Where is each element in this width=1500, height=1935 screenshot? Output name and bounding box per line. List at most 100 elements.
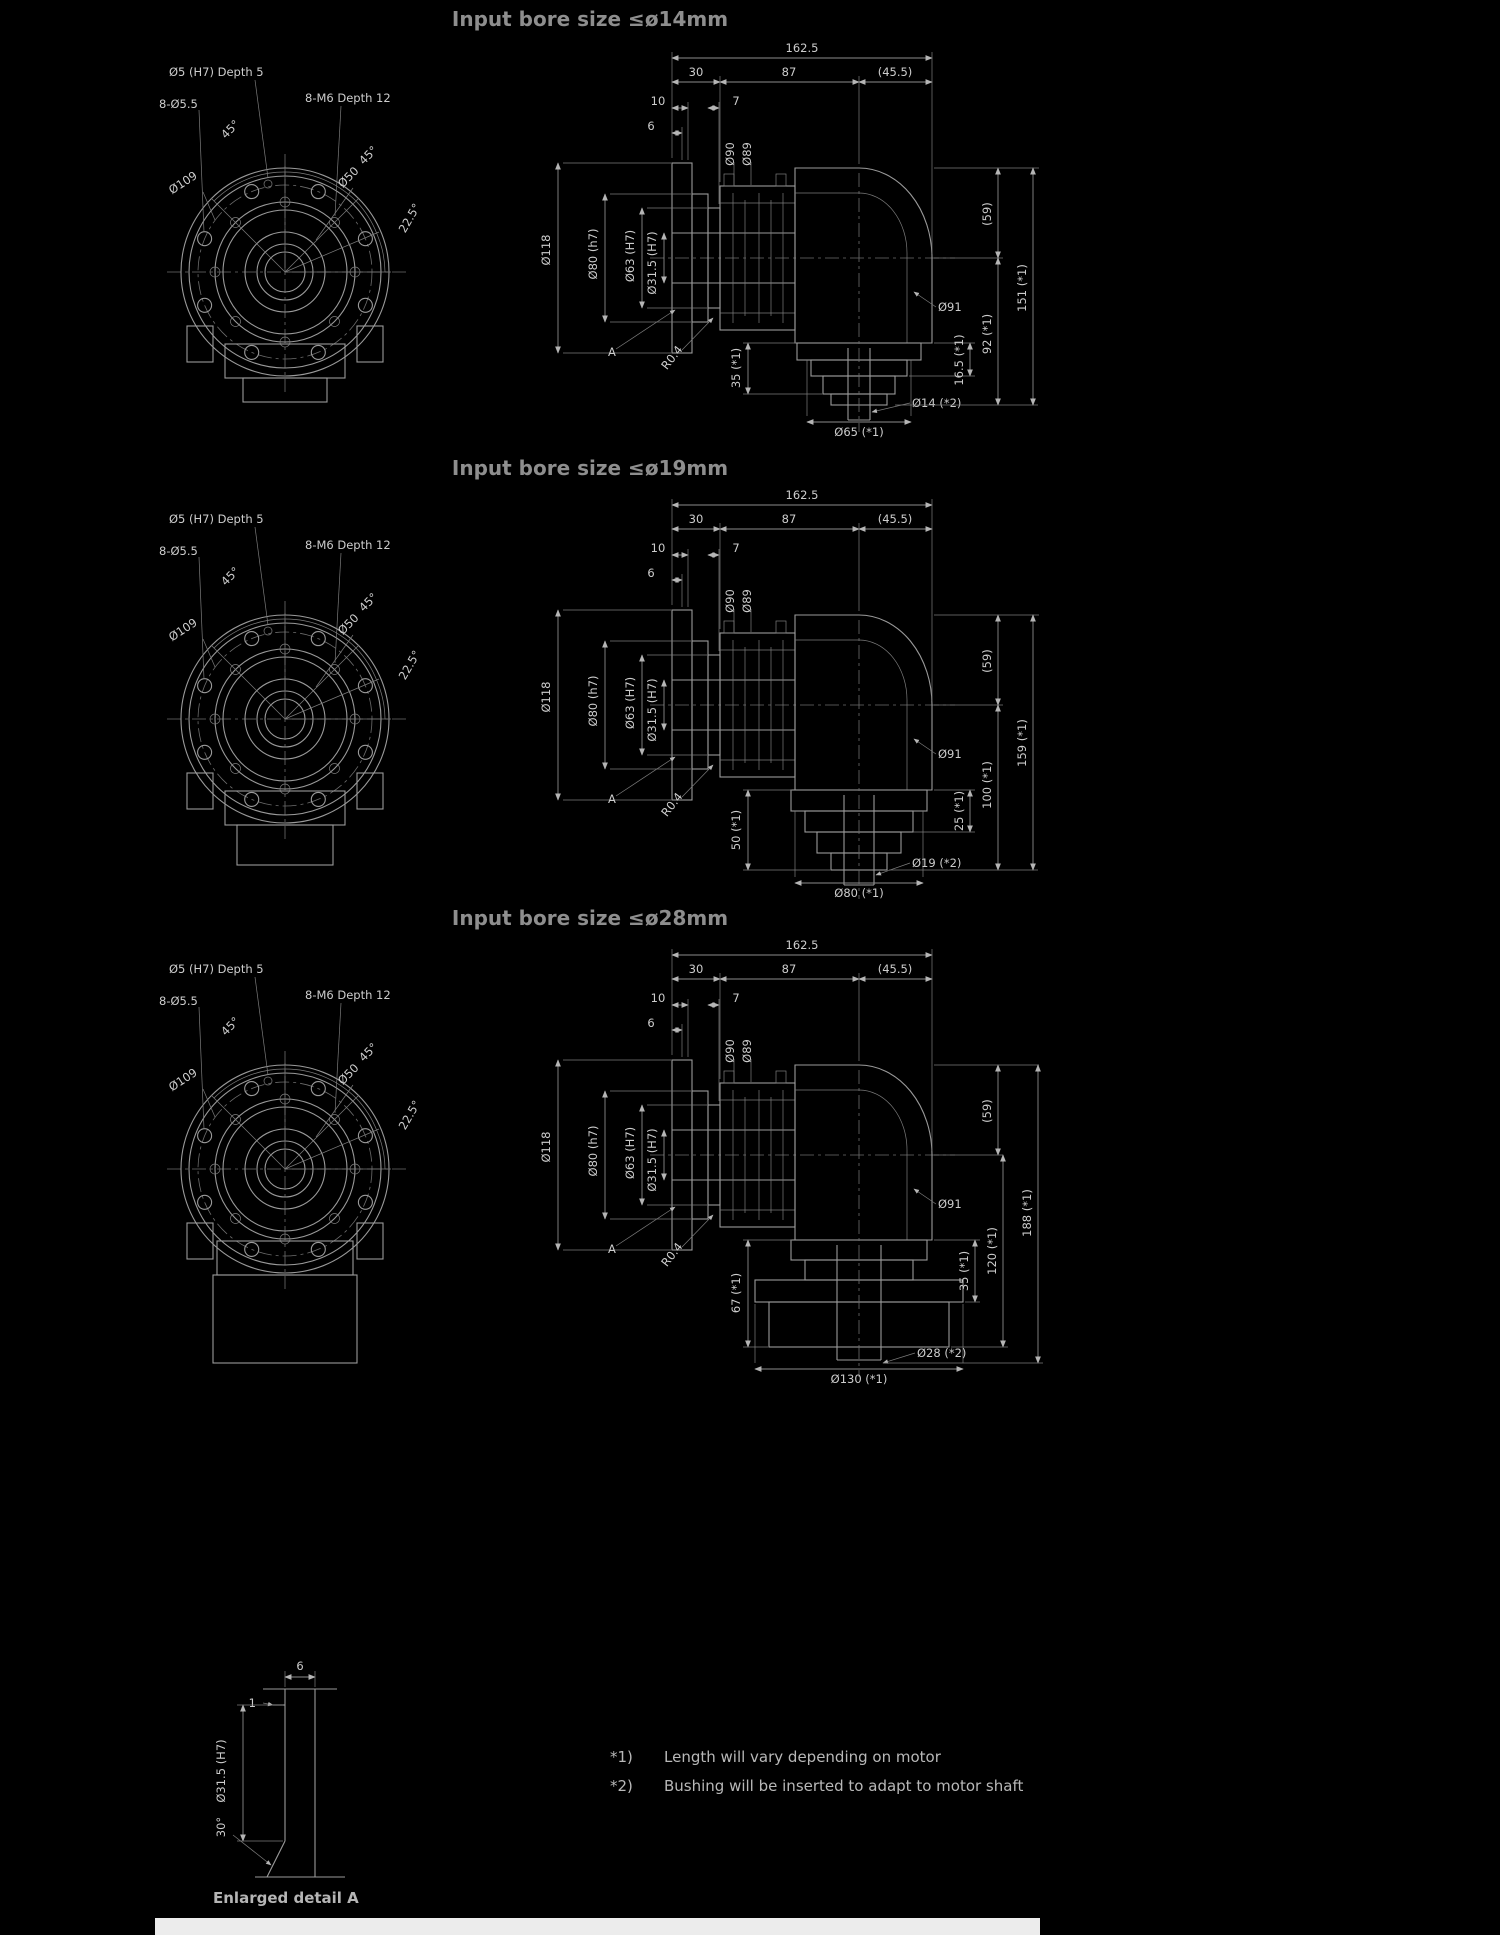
detail-ref-label: A (608, 345, 616, 359)
dim-bolt-circle: Ø109 (166, 168, 200, 197)
page-bottom-strip (155, 1918, 1040, 1935)
dim-total: 162.5 (786, 41, 819, 55)
front-motor (242, 377, 328, 403)
enlarged-detail: 6 1 Ø31.5 (H7) 30° Enlarged detail A (213, 1659, 359, 1907)
dim-59: (59) (980, 202, 994, 226)
bolt-hole (197, 231, 213, 247)
bolt-hole (310, 344, 326, 360)
section-bore19: Input bore size ≤ø19mm Ø80 (*1) Ø19 (*2)… (158, 456, 1055, 900)
tap-hole (329, 316, 340, 327)
dim-dia90: Ø90 (723, 142, 737, 166)
dim-dia63: Ø63 (H7) (623, 230, 637, 282)
pin-hole (263, 179, 273, 189)
dim-dia118: Ø118 (539, 234, 553, 265)
leader-line (913, 291, 937, 308)
dim-bore-dia: Ø14 (*2) (912, 396, 961, 410)
footnote-1: *1) Length will vary depending on motor (610, 1748, 1023, 1766)
leader-line (202, 191, 216, 221)
dim-dia89: Ø89 (740, 142, 754, 166)
dim-dia80: Ø80 (h7) (586, 229, 600, 280)
dim-motor-len: 35 (*1) (729, 348, 743, 388)
mount-foot (356, 325, 384, 363)
dim-455: (45.5) (878, 65, 913, 79)
tap-hole (329, 217, 340, 228)
dim-1: 1 (249, 1696, 256, 1710)
dim-angle-45b: 45° (356, 143, 380, 167)
leader-line (315, 187, 354, 241)
section-title: Input bore size ≤ø19mm (452, 456, 728, 480)
section-title: Input bore size ≤ø14mm (452, 7, 728, 31)
front-motor (212, 1274, 358, 1364)
radial-line (284, 231, 380, 273)
dim-flange-t: 16.5 (*1) (952, 334, 966, 385)
dim-87: 87 (782, 65, 797, 79)
dim-bore-dia: Ø28 (*2) (917, 1346, 966, 1360)
leader-line (232, 1834, 272, 1866)
detail-drawing: 6 1 Ø31.5 (H7) 30° Enlarged detail A (213, 1659, 359, 1907)
tap-hole (230, 217, 241, 228)
dim-10: 10 (651, 94, 666, 108)
dim-pilot-dia: Ø65 (*1) (834, 425, 883, 439)
angle-arc (376, 233, 386, 273)
bolt-hole (310, 184, 326, 200)
dim-pilot-dia: Ø130 (*1) (831, 1372, 888, 1386)
dim-below-axis: 92 (*1) (980, 314, 994, 354)
section-bore14: Input bore size ≤ø14mm (159, 7, 1039, 439)
tap-hole (230, 316, 241, 327)
dim-motor-len: 50 (*1) (729, 810, 743, 850)
bolt-hole (197, 297, 213, 313)
dim-dia91: Ø91 (938, 300, 962, 314)
front-view: Ø5 (H7) Depth 5 8-Ø5.5 8-M6 Depth 12 45°… (159, 65, 423, 392)
dim-total-h: 151 (*1) (1015, 264, 1029, 312)
radial-line (210, 197, 286, 273)
footnote-ref: *2) (610, 1777, 633, 1795)
dim-6: 6 (296, 1659, 303, 1673)
bolt-hole (357, 297, 373, 313)
dim-total-h: 188 (*1) (1020, 1189, 1034, 1237)
bolt-hole (244, 184, 260, 200)
radial-line (284, 197, 360, 273)
dim-taps: 8-M6 Depth 12 (305, 91, 391, 105)
corner-housing-inner (795, 192, 908, 343)
dim-pilot-dia: Ø80 (*1) (834, 886, 883, 900)
bolt-hole (244, 344, 260, 360)
bolt-head (723, 173, 735, 187)
dim-angle-45a: 45° (218, 117, 242, 141)
section-bore28: Input bore size ≤ø28mm Ø130 (*1) Ø28 (*2… (158, 906, 1043, 1386)
footnote-text: Length will vary depending on motor (664, 1748, 941, 1766)
tap-hole (209, 266, 221, 278)
angle-arc (355, 200, 378, 235)
dim-6: 6 (647, 119, 654, 133)
detail-title: Enlarged detail A (213, 1889, 359, 1907)
corner-housing (794, 167, 933, 344)
angle-arc (213, 171, 286, 202)
dim-pin: Ø5 (H7) Depth 5 (169, 65, 264, 79)
tap-hole (279, 336, 291, 348)
detail-chamfer (266, 1840, 286, 1878)
dim-below-axis: 100 (*1) (980, 761, 994, 809)
dim-dia315: Ø31.5 (H7) (645, 231, 659, 294)
footnotes: *1) Length will vary depending on motor … (610, 1748, 1023, 1806)
leader-line (334, 105, 342, 217)
dim-flange-t: 25 (*1) (952, 791, 966, 831)
dim-below-axis: 120 (*1) (985, 1227, 999, 1275)
leader-line (254, 79, 269, 179)
dim-dia50: Ø50 (335, 164, 362, 191)
front-motor (236, 824, 334, 866)
angle-arc (284, 171, 357, 202)
dim-7: 7 (732, 94, 739, 108)
dim-holes: 8-Ø5.5 (159, 97, 198, 111)
dim-angle30: 30° (214, 1817, 228, 1837)
dim-30: 30 (689, 65, 704, 79)
leader-line (875, 862, 911, 876)
leader-line (615, 309, 676, 350)
mount-foot (186, 325, 214, 363)
dim-total-h: 159 (*1) (1015, 719, 1029, 767)
leader-line (681, 317, 714, 351)
footnote-text: Bushing will be inserted to adapt to mot… (664, 1777, 1024, 1795)
leader-line (871, 402, 911, 414)
footnote-ref: *1) (610, 1748, 633, 1766)
motor-adapter-v28: Ø130 (*1) Ø28 (*2) 35 (*1) 120 (*1) 188 … (212, 1064, 1043, 1386)
section-title: Input bore size ≤ø28mm (452, 906, 728, 930)
